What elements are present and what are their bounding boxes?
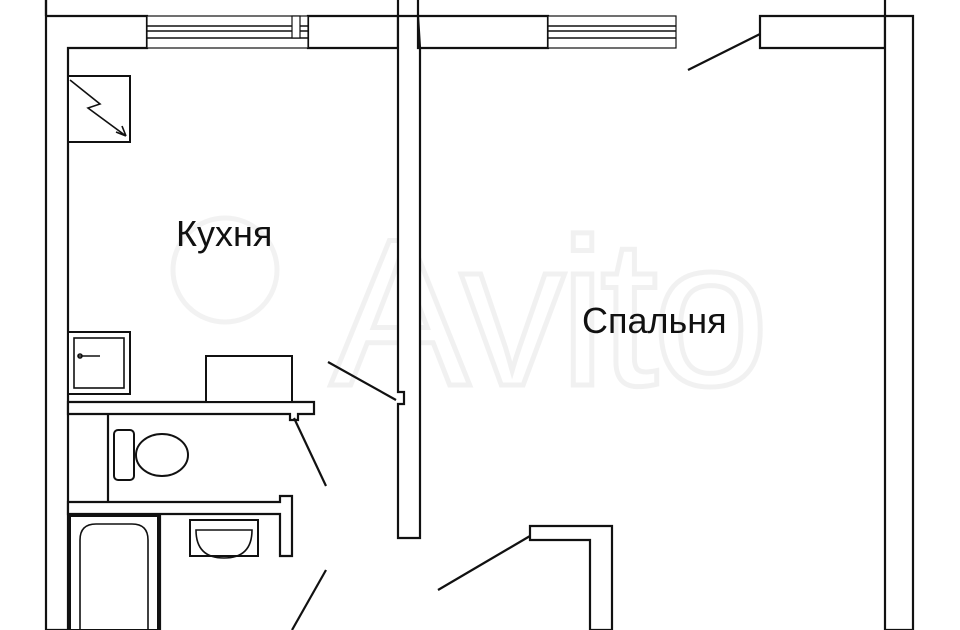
wall-top-cap	[44, 0, 887, 16]
toilet-icon	[113, 429, 189, 481]
wall-partition-center	[396, 14, 422, 540]
doors	[291, 33, 761, 630]
wall-top-mid-right	[416, 14, 550, 50]
kitchen-counter-icon	[205, 355, 293, 403]
door-balcony	[687, 33, 761, 71]
door-bedroom	[437, 535, 531, 591]
room-label-kitchen: Кухня	[176, 213, 272, 254]
wall-bath-middle	[66, 494, 294, 558]
wall-bath-top	[66, 400, 316, 422]
door-wc	[293, 417, 327, 487]
room-label-bedroom: Спальня	[582, 300, 727, 341]
wall-top-left	[44, 0, 149, 630]
windows	[146, 15, 677, 49]
window-bedroom	[547, 15, 677, 49]
bathtub-icon	[69, 515, 159, 630]
wall-bedroom-bottom	[528, 524, 614, 630]
fixtures	[67, 75, 293, 630]
washbasin-icon	[189, 519, 259, 559]
walls	[44, 0, 915, 630]
wall-top-mid-left	[306, 14, 400, 50]
door-bathroom	[291, 569, 327, 630]
kitchen-sink-icon	[67, 331, 131, 395]
window-kitchen	[146, 15, 309, 49]
electric-panel-icon	[67, 75, 131, 143]
door-kitchen	[327, 361, 397, 401]
wall-right	[883, 14, 915, 630]
wall-top-right	[758, 14, 887, 50]
